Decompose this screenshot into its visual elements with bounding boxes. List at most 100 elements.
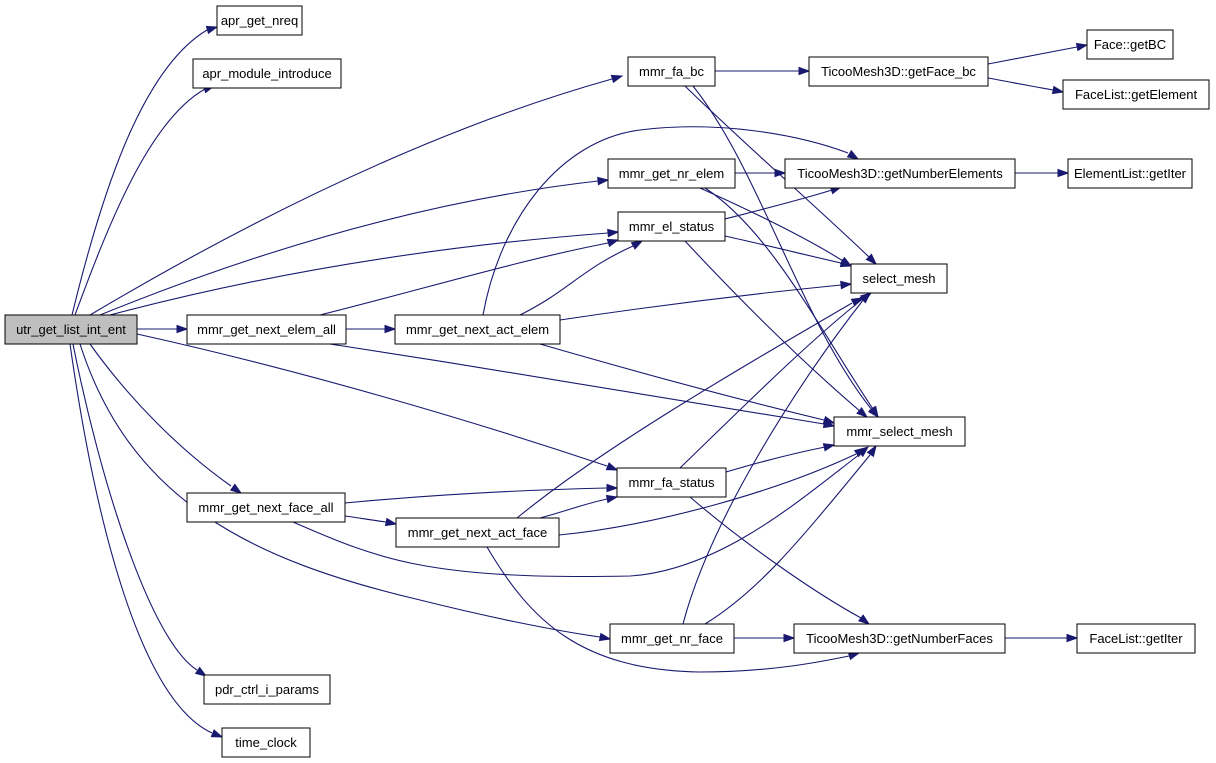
node-label: time_clock bbox=[235, 735, 297, 750]
node-mmr-fa-status[interactable]: mmr_fa_status bbox=[616, 467, 727, 498]
arrowhead bbox=[630, 240, 644, 250]
node-mmr-get-nr-elem[interactable]: mmr_get_nr_elem bbox=[607, 158, 736, 189]
edge-utr-to-time-clock bbox=[69, 343, 224, 738]
arrowhead bbox=[822, 415, 836, 425]
arrowhead bbox=[605, 462, 619, 471]
edge-nr-elem-to-getnumberelements bbox=[735, 168, 787, 178]
edge-utr-to-mmr-el-status bbox=[109, 228, 620, 316]
node-ticoomesh3d-getface-bc[interactable]: TicooMesh3D::getFace_bc bbox=[808, 56, 989, 87]
call-nodes: utr_get_list_int_ent apr_get_nreq apr_mo… bbox=[4, 5, 1210, 758]
node-label: Face::getBC bbox=[1094, 37, 1166, 52]
arrowhead bbox=[605, 494, 619, 504]
edge-next-elem-all-to-next-act-elem bbox=[346, 324, 397, 334]
edge-utr-to-mmr-get-next-elem-all bbox=[137, 324, 189, 334]
arrowhead bbox=[194, 666, 208, 677]
arrowhead bbox=[868, 405, 879, 419]
arrowhead bbox=[384, 324, 397, 334]
node-apr-module-introduce[interactable]: apr_module_introduce bbox=[192, 58, 342, 89]
edge-utr-to-mmr-fa-bc bbox=[89, 74, 624, 316]
edge-next-face-all-to-fa-status bbox=[344, 483, 619, 504]
edge-utr-to-pdr-ctrl-i-params bbox=[72, 343, 208, 677]
edge-next-act-elem-to-mmr-select-mesh bbox=[539, 343, 836, 425]
arrowhead bbox=[865, 253, 878, 266]
edge-utr-to-apr-module-introduce bbox=[74, 85, 216, 316]
node-label: apr_get_nreq bbox=[221, 13, 298, 28]
arrowhead bbox=[384, 517, 398, 527]
node-label: mmr_get_next_act_face bbox=[408, 525, 547, 540]
edge-getnumberfaces-to-facelist-getiter bbox=[1005, 633, 1079, 643]
node-label: mmr_get_next_act_elem bbox=[406, 322, 549, 337]
arrowhead bbox=[866, 444, 877, 458]
arrowhead bbox=[822, 443, 836, 452]
edge-nr-face-to-getnumberfaces bbox=[734, 633, 796, 643]
node-mmr-get-next-act-face[interactable]: mmr_get_next_act_face bbox=[395, 517, 560, 548]
node-apr-get-nreq[interactable]: apr_get_nreq bbox=[216, 5, 303, 36]
arrowhead bbox=[839, 258, 853, 268]
node-label: mmr_get_next_elem_all bbox=[197, 322, 336, 337]
node-label: TicooMesh3D::getNumberFaces bbox=[806, 631, 993, 646]
arrowhead bbox=[856, 406, 869, 418]
edge-next-act-elem-to-select-mesh bbox=[559, 280, 853, 321]
node-label: mmr_fa_bc bbox=[639, 64, 705, 79]
node-utr-get-list-int-ent[interactable]: utr_get_list_int_ent bbox=[4, 314, 138, 345]
arrowhead bbox=[205, 25, 219, 35]
node-face-getbc[interactable]: Face::getBC bbox=[1086, 29, 1174, 60]
edge-getnumberelements-to-elementlist-getiter bbox=[1015, 168, 1070, 178]
node-label: TicooMesh3D::getNumberElements bbox=[797, 166, 1003, 181]
arrowhead bbox=[606, 238, 620, 248]
edge-next-face-all-to-mmr-select-mesh bbox=[292, 446, 870, 578]
node-facelist-getiter[interactable]: FaceList::getIter bbox=[1076, 623, 1196, 654]
arrowhead bbox=[598, 632, 612, 642]
node-mmr-el-status[interactable]: mmr_el_status bbox=[617, 211, 726, 242]
edge-getface-bc-to-facelist-getelement bbox=[987, 77, 1065, 95]
arrowhead bbox=[1066, 633, 1079, 643]
edge-next-act-elem-to-el-status bbox=[519, 240, 644, 316]
edge-getface-bc-to-face-getbc bbox=[987, 42, 1089, 65]
node-select-mesh[interactable]: select_mesh bbox=[850, 263, 948, 294]
edge-next-elem-all-to-el-status bbox=[319, 238, 620, 316]
edge-next-face-all-to-next-act-face bbox=[344, 515, 398, 527]
edge-fa-status-to-mmr-select-mesh bbox=[725, 443, 836, 473]
node-label: FaceList::getElement bbox=[1075, 87, 1198, 102]
arrowhead bbox=[597, 176, 610, 186]
node-ticoomesh3d-getnumberelements[interactable]: TicooMesh3D::getNumberElements bbox=[784, 158, 1016, 189]
node-label: utr_get_list_int_ent bbox=[16, 322, 126, 337]
node-elementlist-getiter[interactable]: ElementList::getIter bbox=[1067, 158, 1193, 189]
node-label: TicooMesh3D::getFace_bc bbox=[821, 64, 976, 79]
edge-next-act-face-to-fa-status bbox=[539, 494, 619, 519]
arrowhead bbox=[1075, 42, 1089, 52]
edge-utr-to-apr-get-nreq bbox=[71, 25, 219, 316]
node-label: mmr_fa_status bbox=[629, 475, 715, 490]
arrowhead bbox=[840, 280, 853, 290]
node-facelist-getelement[interactable]: FaceList::getElement bbox=[1062, 79, 1210, 110]
node-label: apr_module_introduce bbox=[202, 66, 331, 81]
node-mmr-get-next-elem-all[interactable]: mmr_get_next_elem_all bbox=[186, 314, 347, 345]
node-time-clock[interactable]: time_clock bbox=[221, 727, 311, 758]
node-label: mmr_el_status bbox=[629, 219, 715, 234]
arrowhead bbox=[783, 633, 796, 643]
edge-next-act-elem-to-getnumberelements bbox=[482, 126, 860, 316]
edge-fa-status-to-getnumberfaces bbox=[689, 496, 871, 625]
arrowhead bbox=[853, 447, 867, 458]
node-label: mmr_select_mesh bbox=[846, 424, 952, 439]
node-mmr-get-next-act-elem[interactable]: mmr_get_next_act_elem bbox=[394, 314, 561, 345]
node-mmr-get-nr-face[interactable]: mmr_get_nr_face bbox=[609, 623, 735, 654]
edge-next-act-face-to-mmr-select-mesh bbox=[558, 447, 867, 536]
node-label: FaceList::getIter bbox=[1089, 631, 1183, 646]
arrowhead bbox=[176, 324, 189, 334]
edge-nr-face-to-select-mesh bbox=[682, 291, 872, 625]
node-mmr-get-next-face-all[interactable]: mmr_get_next_face_all bbox=[186, 492, 346, 523]
node-label: select_mesh bbox=[863, 271, 936, 286]
node-label: pdr_ctrl_i_params bbox=[215, 682, 320, 697]
node-ticoomesh3d-getnumberfaces[interactable]: TicooMesh3D::getNumberFaces bbox=[793, 623, 1006, 654]
edge-el-status-to-mmr-select-mesh bbox=[684, 240, 869, 418]
edge-utr-to-mmr-get-next-face-all bbox=[89, 343, 243, 494]
node-mmr-select-mesh[interactable]: mmr_select_mesh bbox=[833, 416, 966, 447]
edge-utr-to-mmr-fa-status bbox=[136, 333, 619, 471]
arrowhead bbox=[210, 729, 224, 738]
arrowhead bbox=[858, 614, 871, 625]
node-mmr-fa-bc[interactable]: mmr_fa_bc bbox=[627, 56, 716, 87]
edge-el-status-to-select-mesh bbox=[724, 235, 853, 268]
node-pdr-ctrl-i-params[interactable]: pdr_ctrl_i_params bbox=[203, 674, 331, 705]
